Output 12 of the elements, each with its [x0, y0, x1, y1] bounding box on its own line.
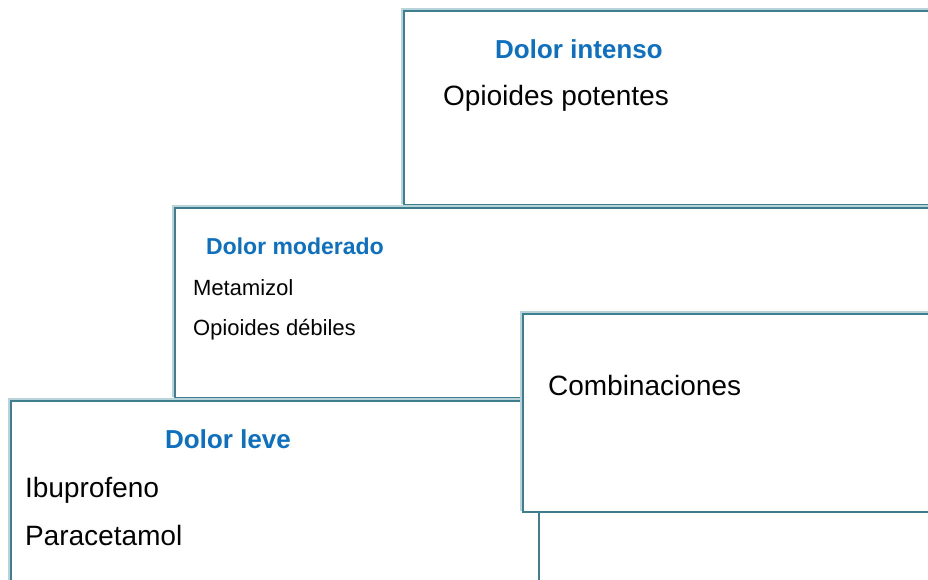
medication-text: Paracetamol — [25, 520, 182, 552]
level-box — [522, 313, 928, 513]
level-box — [10, 400, 540, 580]
heading: Dolor leve — [165, 424, 291, 455]
medication-text: Opioides potentes — [443, 80, 669, 112]
level-box — [403, 10, 928, 206]
medication-text: Opioides débiles — [193, 315, 356, 341]
medication-text: Ibuprofeno — [25, 472, 159, 504]
heading: Dolor intenso — [495, 34, 663, 65]
heading: Dolor moderado — [206, 233, 384, 260]
medication-text: Metamizol — [193, 275, 294, 301]
medication-text: Combinaciones — [548, 370, 741, 402]
